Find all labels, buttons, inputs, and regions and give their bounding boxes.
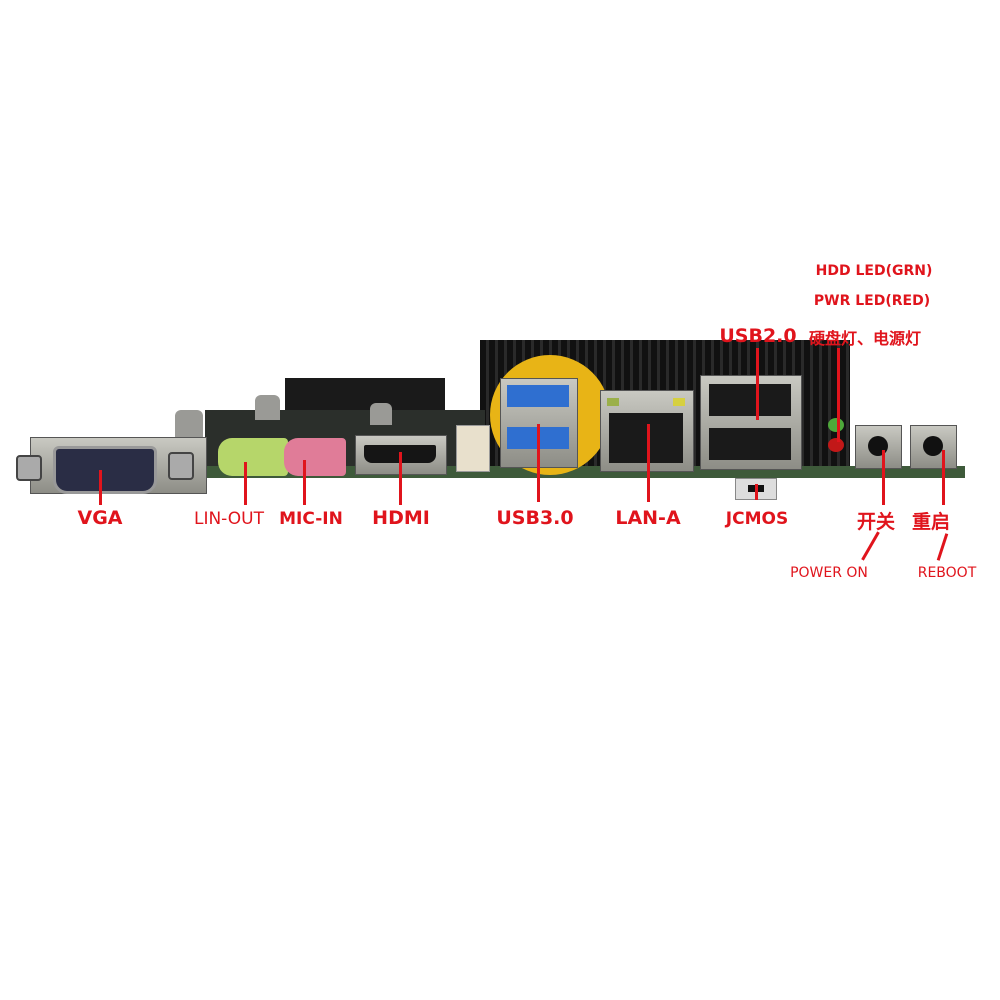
leader-line xyxy=(942,450,945,505)
power-button xyxy=(855,425,902,469)
leader-line xyxy=(537,424,540,502)
fan-connector xyxy=(456,425,490,472)
leader-line xyxy=(936,533,949,561)
leader-line xyxy=(861,531,880,561)
hdd-led xyxy=(828,418,844,432)
label-jcmos: JCMOS xyxy=(725,509,789,529)
label-power-cn: 开关 xyxy=(856,511,896,533)
line-out-jack xyxy=(218,438,288,476)
leader-line xyxy=(882,450,885,505)
leader-line xyxy=(399,452,402,505)
label-line-out: LIN-OUT xyxy=(193,509,265,529)
label-usb3: USB3.0 xyxy=(496,507,574,529)
reboot-button xyxy=(910,425,957,469)
label-power-on: POWER ON xyxy=(790,565,868,581)
vga-screw xyxy=(168,452,194,480)
label-lan: LAN-A xyxy=(615,507,681,529)
leader-line xyxy=(756,348,759,420)
label-reboot-cn: 重启 xyxy=(911,511,951,533)
pwr-led xyxy=(828,438,844,452)
label-usb2: USB2.0 xyxy=(719,325,797,347)
leader-line xyxy=(303,460,306,505)
label-hdmi: HDMI xyxy=(372,507,430,529)
mic-in-jack xyxy=(284,438,346,476)
vga-screw xyxy=(16,455,42,481)
leader-line xyxy=(244,462,247,505)
label-mic-in: MIC-IN xyxy=(279,509,343,529)
vga-port xyxy=(30,437,207,494)
leader-line xyxy=(755,484,758,500)
label-reboot: REBOOT xyxy=(917,565,977,581)
leader-line xyxy=(647,424,650,502)
label-pwr-led: PWR LED(RED) xyxy=(813,293,931,309)
label-led-cn: 硬盘灯、电源灯 xyxy=(808,329,922,348)
leader-line xyxy=(99,470,102,505)
label-vga: VGA xyxy=(77,507,123,529)
leader-line xyxy=(837,348,840,442)
capacitor xyxy=(255,395,280,420)
label-hdd-led: HDD LED(GRN) xyxy=(815,263,933,279)
capacitor xyxy=(370,403,392,425)
usb2-port xyxy=(700,375,802,470)
capacitor xyxy=(175,410,203,440)
